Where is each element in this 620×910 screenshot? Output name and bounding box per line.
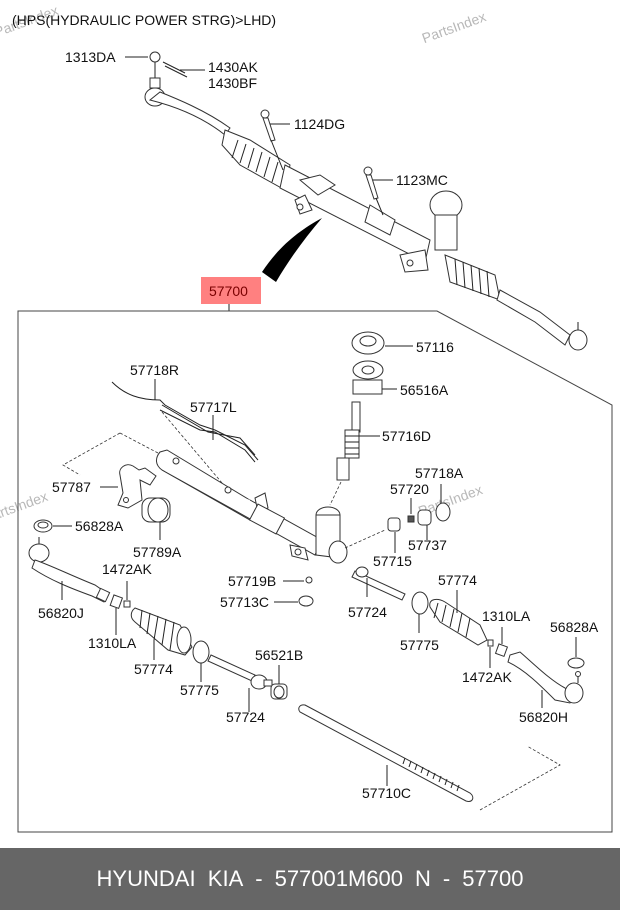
part-label[interactable]: 57717L [190,399,237,415]
part-57710C[interactable] [298,704,474,802]
part-label[interactable]: 1430BF [208,75,257,91]
footer-bar: HYUNDAI KIA-577001M600 N-57700 [0,848,620,910]
part-56828A[interactable] [567,657,585,669]
part-label[interactable]: 56516A [400,382,449,398]
part-1472AK[interactable] [123,600,131,608]
part-label[interactable]: 57719B [228,573,276,589]
part-label[interactable]: 57713C [220,594,269,610]
part-label[interactable]: 56828A [550,619,599,635]
part-label[interactable]: 1472AK [102,561,152,577]
part-57717L[interactable] [161,404,256,456]
nut-icon [149,51,161,63]
part-label[interactable]: 57789A [133,544,182,560]
parts-diagram: PartsIndex PartsIndex PartsIndex PartsIn… [0,2,613,833]
part-57787[interactable] [117,464,157,509]
part-1310LA[interactable] [494,643,509,658]
part-label[interactable]: 57718R [130,362,179,378]
part-57716D[interactable] [351,401,361,433]
n-value: 57700 [462,866,524,891]
part-57775[interactable] [192,640,210,664]
part-57774[interactable] [429,598,488,646]
part-label[interactable]: 1430AK [208,59,258,75]
exploded-view-frame [17,310,613,833]
part-number: 577001M600 [274,866,404,891]
part-label[interactable]: 57774 [438,572,477,588]
part-label[interactable]: 57775 [400,637,439,653]
part-label[interactable]: 57737 [408,537,447,553]
watermark: PartsIndex [420,8,488,46]
diagram-title: (HPS(HYDRAULIC POWER STRG)>LHD) [12,12,276,28]
part-57719B[interactable] [305,576,313,584]
assembly-label-57700[interactable]: 57700 [201,277,261,304]
part-56820J[interactable] [28,543,50,563]
part-label[interactable]: 1310LA [482,608,531,624]
part-1310LA[interactable] [109,594,124,609]
steering-gear-assembly-overview [144,51,588,351]
part-label[interactable]: 57787 [52,479,91,495]
part-57713C[interactable] [298,595,314,607]
part-label[interactable]: 56521B [255,647,303,663]
part-label[interactable]: 57710C [362,785,411,801]
part-57718R[interactable] [111,381,259,461]
part-label[interactable]: 57775 [180,682,219,698]
part-label[interactable]: 1472AK [462,669,512,685]
part-label[interactable]: 56820J [38,605,84,621]
part-57775[interactable] [411,591,429,615]
part-label[interactable]: 57720 [390,481,429,497]
n-label: N [415,866,431,891]
part-label[interactable]: 56828A [75,518,124,534]
part-57724[interactable] [207,654,256,682]
part-57715[interactable] [387,517,401,532]
part-label[interactable]: 1123MC [396,172,448,188]
part-label[interactable]: 57116 [416,339,454,355]
part-label[interactable]: 57716D [382,428,431,444]
part-label[interactable]: 1310LA [88,635,137,651]
part-57737[interactable] [417,509,432,526]
part-label[interactable]: 57724 [348,604,387,620]
part-1472AK[interactable] [487,639,494,647]
part-label[interactable]: 1124DG [294,116,345,132]
separator: - [442,866,451,891]
part-57720[interactable] [407,515,415,523]
brand-name: HYUNDAI KIA [96,866,244,891]
part-label[interactable]: 1313DA [65,49,116,65]
part-label[interactable]: 56820H [519,709,568,725]
part-57718A[interactable] [435,502,451,522]
part-label[interactable]: 57715 [373,553,412,569]
part-label[interactable]: 57774 [134,661,173,677]
part-label[interactable]: 57718A [415,465,464,481]
assembly-number[interactable]: 57700 [209,283,248,299]
part-label[interactable]: 57724 [226,709,265,725]
separator: - [255,866,263,891]
part-57724[interactable] [351,570,406,601]
arrow-icon [262,218,322,282]
